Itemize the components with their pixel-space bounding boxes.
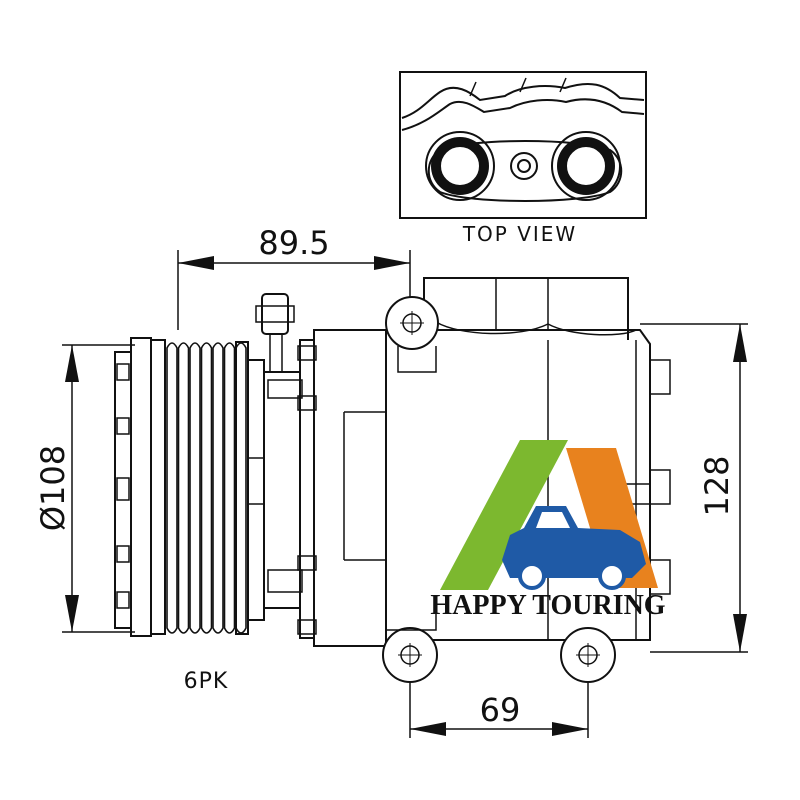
pulley-clutch [114, 337, 249, 637]
pulley-groove [235, 342, 247, 634]
front-housing [247, 293, 303, 621]
top-view-label: TOP VIEW [462, 222, 577, 246]
width-top-label: 89.5 [258, 224, 329, 262]
height-label: 128 [698, 455, 736, 516]
pulley-groove [212, 342, 224, 634]
pulley-groove [166, 342, 178, 634]
dimension-width-top [177, 250, 411, 330]
dimension-diameter [62, 344, 135, 633]
pulley-groove [177, 342, 190, 634]
pulley-groove [189, 342, 201, 634]
bolt-spacing-label: 69 [480, 691, 521, 729]
logo-text: HAPPY TOURING [430, 590, 665, 621]
pulley-groove [223, 342, 236, 634]
happy-touring-logo: HAPPY TOURING [430, 440, 666, 621]
diameter-label: Ø108 [34, 445, 72, 531]
pulley-groove [200, 342, 213, 634]
pulley-label: 6PK [184, 669, 229, 694]
top-view-inset [399, 71, 647, 219]
dimension-height [640, 323, 748, 653]
compressor-body [297, 277, 671, 683]
